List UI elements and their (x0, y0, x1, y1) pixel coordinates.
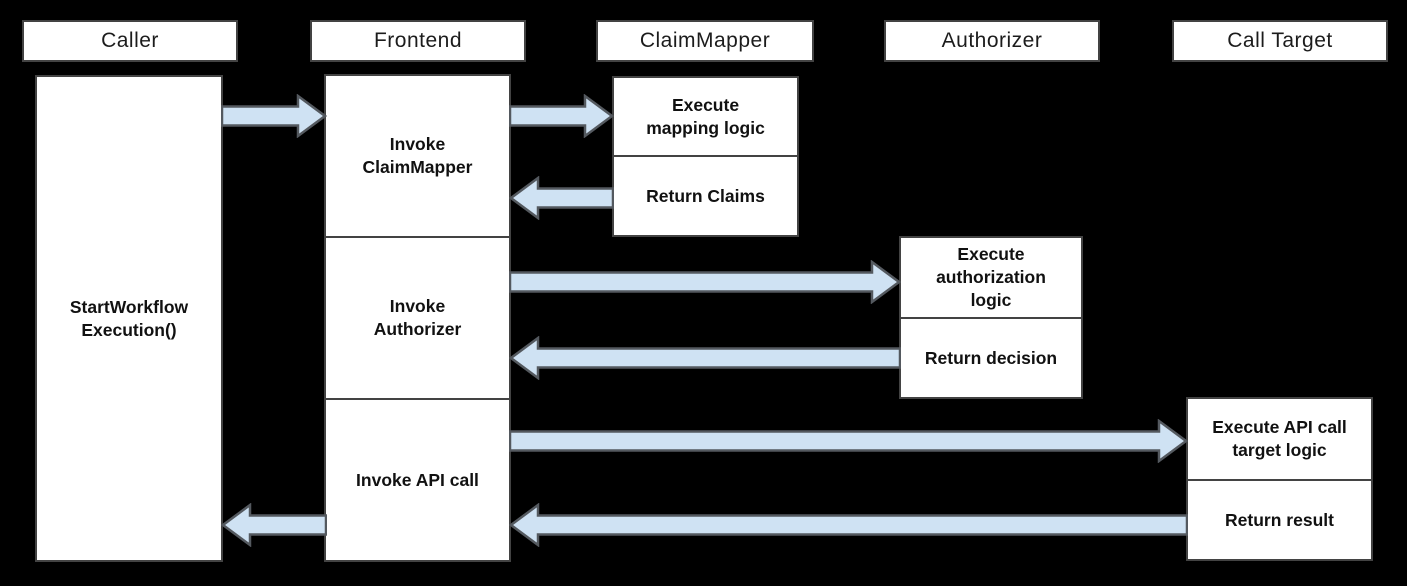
activation-frontend: Invoke ClaimMapper Invoke Authorizer Inv… (324, 74, 511, 562)
step-startworkflowexecution: StartWorkflow Execution() (69, 296, 189, 340)
arrow-right-shape (509, 419, 1188, 463)
arrow-right-shape (221, 94, 327, 138)
step-invoke-api-call: Invoke API call (326, 398, 509, 560)
step-return-result: Return result (1188, 479, 1371, 559)
step-execute-api-call-target-logic: Execute API call target logic (1212, 417, 1347, 460)
arrow-frontend-to-claimmapper (509, 94, 614, 138)
step-return-claims: Return Claims (614, 155, 797, 235)
arrow-caller-to-frontend (221, 94, 327, 138)
arrow-left-shape (509, 336, 901, 380)
lifeline-header-frontend: Frontend (310, 20, 526, 62)
arrow-call-target-return-result (509, 503, 1188, 547)
activation-caller: StartWorkflow Execution() (35, 75, 223, 562)
step-invoke-authorizer: Invoke Authorizer (326, 236, 509, 398)
arrow-right-shape (509, 260, 901, 304)
arrow-frontend-return-to-caller (221, 503, 327, 547)
activation-authorizer: Execute authorization logic Return decis… (899, 236, 1083, 399)
step-invoke-claimmapper: Invoke ClaimMapper (362, 134, 473, 177)
step-return-decision: Return decision (901, 317, 1081, 397)
lifeline-header-claimmapper: ClaimMapper (596, 20, 814, 62)
arrow-left-shape (509, 176, 614, 220)
step-execute-authorization-logic: Execute authorization logic (936, 244, 1046, 310)
step-execute-mapping-logic: Execute mapping logic (646, 94, 765, 138)
arrow-left-shape (509, 503, 1188, 547)
arrow-right-shape (509, 94, 614, 138)
arrow-frontend-to-call-target (509, 419, 1188, 463)
arrow-claimmapper-return-claims (509, 176, 614, 220)
lifeline-header-call-target: Call Target (1172, 20, 1388, 62)
arrow-left-shape (221, 503, 327, 547)
arrow-frontend-to-authorizer (509, 260, 901, 304)
lifeline-header-caller: Caller (22, 20, 238, 62)
activation-claimmapper: Execute mapping logic Return Claims (612, 76, 799, 237)
arrow-authorizer-return-decision (509, 336, 901, 380)
activation-call-target: Execute API call target logic Return res… (1186, 397, 1373, 561)
lifeline-header-authorizer: Authorizer (884, 20, 1100, 62)
